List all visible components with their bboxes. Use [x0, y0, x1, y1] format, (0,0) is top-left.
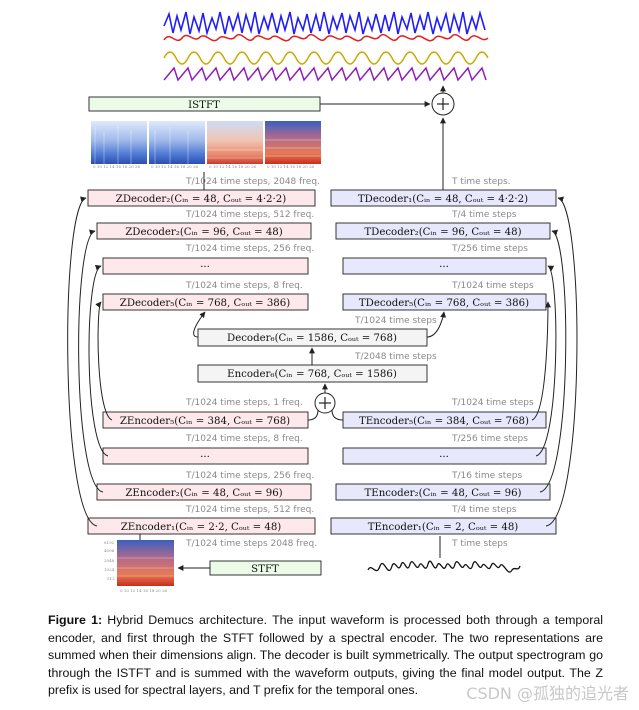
z-note-4: T/1024 time steps, 1 freq. — [185, 398, 303, 408]
tdecoder-ellipsis: ··· — [439, 262, 449, 273]
tencoder-ellipsis: ··· — [439, 452, 449, 463]
z-note-3: T/1024 time steps, 8 freq. — [185, 281, 303, 291]
t-note-9: T time steps — [451, 539, 508, 549]
tencoder1-label: TEncoder₁(Cᵢₙ = 2, Cₒᵤₜ = 48) — [368, 521, 519, 533]
t-note-2: T/256 time steps — [451, 244, 528, 254]
spectrogram-4 — [265, 121, 321, 164]
t-note-5: T/1024 time steps — [451, 398, 534, 408]
z-note-8: T/1024 time steps 2048 freq. — [185, 539, 317, 549]
t-note-7: T/16 time steps — [451, 471, 523, 481]
svg-text:8192: 8192 — [104, 540, 115, 545]
svg-text:512: 512 — [107, 576, 115, 581]
svg-text:0 10 12 14 16 18 20 26: 0 10 12 14 16 18 20 26 — [93, 164, 141, 169]
spectrogram-3 — [207, 121, 263, 164]
center-note-0: T/2048 time steps — [354, 352, 437, 362]
zencoder1-label: ZEncoder₁(Cᵢₙ = 2·2, Cₒᵤₜ = 48) — [121, 521, 282, 533]
svg-text:1024: 1024 — [104, 567, 115, 572]
z-note-6: T/1024 time steps, 256 freq. — [185, 471, 314, 481]
svg-text:0 10 12 14 16 18 20 26: 0 10 12 14 16 18 20 26 — [120, 588, 168, 593]
z-branch: ZDecoder₂(Cᵢₙ = 48, Cₒᵤₜ = 4·2·2) ZDecod… — [87, 189, 316, 535]
caption-text: Hybrid Demucs architecture. The input wa… — [48, 613, 603, 698]
tencoder5-label: TEncoder₅(Cᵢₙ = 384, Cₒᵤₜ = 768) — [359, 415, 529, 427]
stft-block: STFT — [209, 560, 322, 576]
encoder-sum-node — [314, 392, 336, 414]
spectrogram-1 — [91, 121, 147, 164]
t-note-6: T/256 time steps — [451, 434, 528, 444]
shared-layers: Decoder₆(Cᵢₙ = 1586, Cₒᵤₜ = 768) Encoder… — [197, 328, 428, 414]
z-note-7: T/1024 time steps, 512 freq. — [185, 505, 314, 515]
architecture-diagram: ISTFT 0 10 12 14 16 18 20 26 0 10 12 14 … — [67, 9, 578, 593]
z-note-5: T/1024 time steps, 8 freq. — [185, 434, 303, 444]
connections — [67, 196, 578, 527]
figure-label: Figure 1: — [48, 613, 103, 627]
t-branch: TDecoder₁(Cᵢₙ = 48, Cₒᵤₜ = 4·2·2) TDecod… — [330, 189, 557, 535]
zdecoder1-label: ZDecoder₂(Cᵢₙ = 48, Cₒᵤₜ = 4·2·2) — [116, 193, 287, 205]
t-branch-notes: T time steps. T/4 time steps T/256 time … — [354, 177, 534, 549]
waveform-purple — [163, 66, 487, 82]
z-branch-notes: T/1024 time steps, 2048 freq. T/1024 tim… — [185, 177, 320, 549]
tdecoder5-label: TDecoder₅(Cᵢₙ = 768, Cₒᵤₜ = 386) — [359, 297, 529, 309]
stft-label: STFT — [251, 564, 279, 575]
z-note-1: T/1024 time steps, 512 freq. — [185, 210, 314, 220]
zdecoder5-label: ZDecoder₅(Cᵢₙ = 768, Cₒᵤₜ = 386) — [120, 297, 291, 309]
t-note-8: T/4 time steps — [451, 505, 517, 515]
t-note-0: T time steps. — [451, 177, 511, 187]
zencoder5-label: ZEncoder₅(Cᵢₙ = 384, Cₒᵤₜ = 768) — [120, 415, 290, 427]
figure-caption: Figure 1: Hybrid Demucs architecture. Th… — [48, 612, 603, 700]
z-note-0: T/1024 time steps, 2048 freq. — [185, 177, 320, 187]
zdecoder-ellipsis: ··· — [200, 262, 210, 273]
input-spectrogram: 8192 4096 2048 1024 512 0 10 12 14 16 18 20 … — [104, 540, 174, 593]
waveform-yellow — [163, 51, 489, 65]
waveform-red — [163, 33, 489, 42]
istft-label: ISTFT — [188, 100, 220, 111]
svg-text:2048: 2048 — [104, 558, 115, 563]
istft-block: ISTFT — [88, 96, 321, 112]
t-note-4: T/1024 time steps — [354, 316, 437, 326]
decoder6-label: Decoder₆(Cᵢₙ = 1586, Cₒᵤₜ = 768) — [227, 332, 397, 344]
watermark: CSDN @孤独的追光者 — [466, 684, 629, 703]
output-sum-node — [431, 92, 455, 116]
input-waveform — [367, 560, 521, 573]
zencoder-ellipsis: ··· — [200, 452, 210, 463]
t-note-1: T/4 time steps — [451, 210, 517, 220]
svg-text:4096: 4096 — [104, 548, 115, 553]
encoder6-label: Encoder₆(Cᵢₙ = 768, Cₒᵤₜ = 1586) — [227, 368, 397, 380]
tencoder2-label: TEncoder₂(Cᵢₙ = 48, Cₒᵤₜ = 96) — [364, 487, 521, 499]
spectrogram-2 — [149, 121, 205, 164]
svg-text:0 10 12 14 16 18 20 26: 0 10 12 14 16 18 20 26 — [209, 164, 257, 169]
t-note-3: T/1024 time steps — [451, 281, 534, 291]
zdecoder2-label: ZDecoder₂(Cᵢₙ = 96, Cₒᵤₜ = 48) — [125, 226, 283, 238]
svg-text:0 10 12 14 16 18 20 26: 0 10 12 14 16 18 20 26 — [267, 164, 315, 169]
output-waveforms — [163, 9, 489, 82]
svg-text:0 10 12 14 16 18 20 26: 0 10 12 14 16 18 20 26 — [151, 164, 199, 169]
waveform-blue — [163, 9, 486, 37]
tdecoder1-label: TDecoder₁(Cᵢₙ = 48, Cₒᵤₜ = 4·2·2) — [358, 193, 528, 205]
output-spectrograms: 0 10 12 14 16 18 20 26 0 10 12 14 16 18 … — [91, 121, 321, 169]
zencoder2-label: ZEncoder₂(Cᵢₙ = 48, Cₒᵤₜ = 96) — [125, 487, 282, 499]
z-note-2: T/1024 time steps, 256 freq. — [185, 244, 314, 254]
tdecoder2-label: TDecoder₂(Cᵢₙ = 96, Cₒᵤₜ = 48) — [364, 226, 521, 238]
